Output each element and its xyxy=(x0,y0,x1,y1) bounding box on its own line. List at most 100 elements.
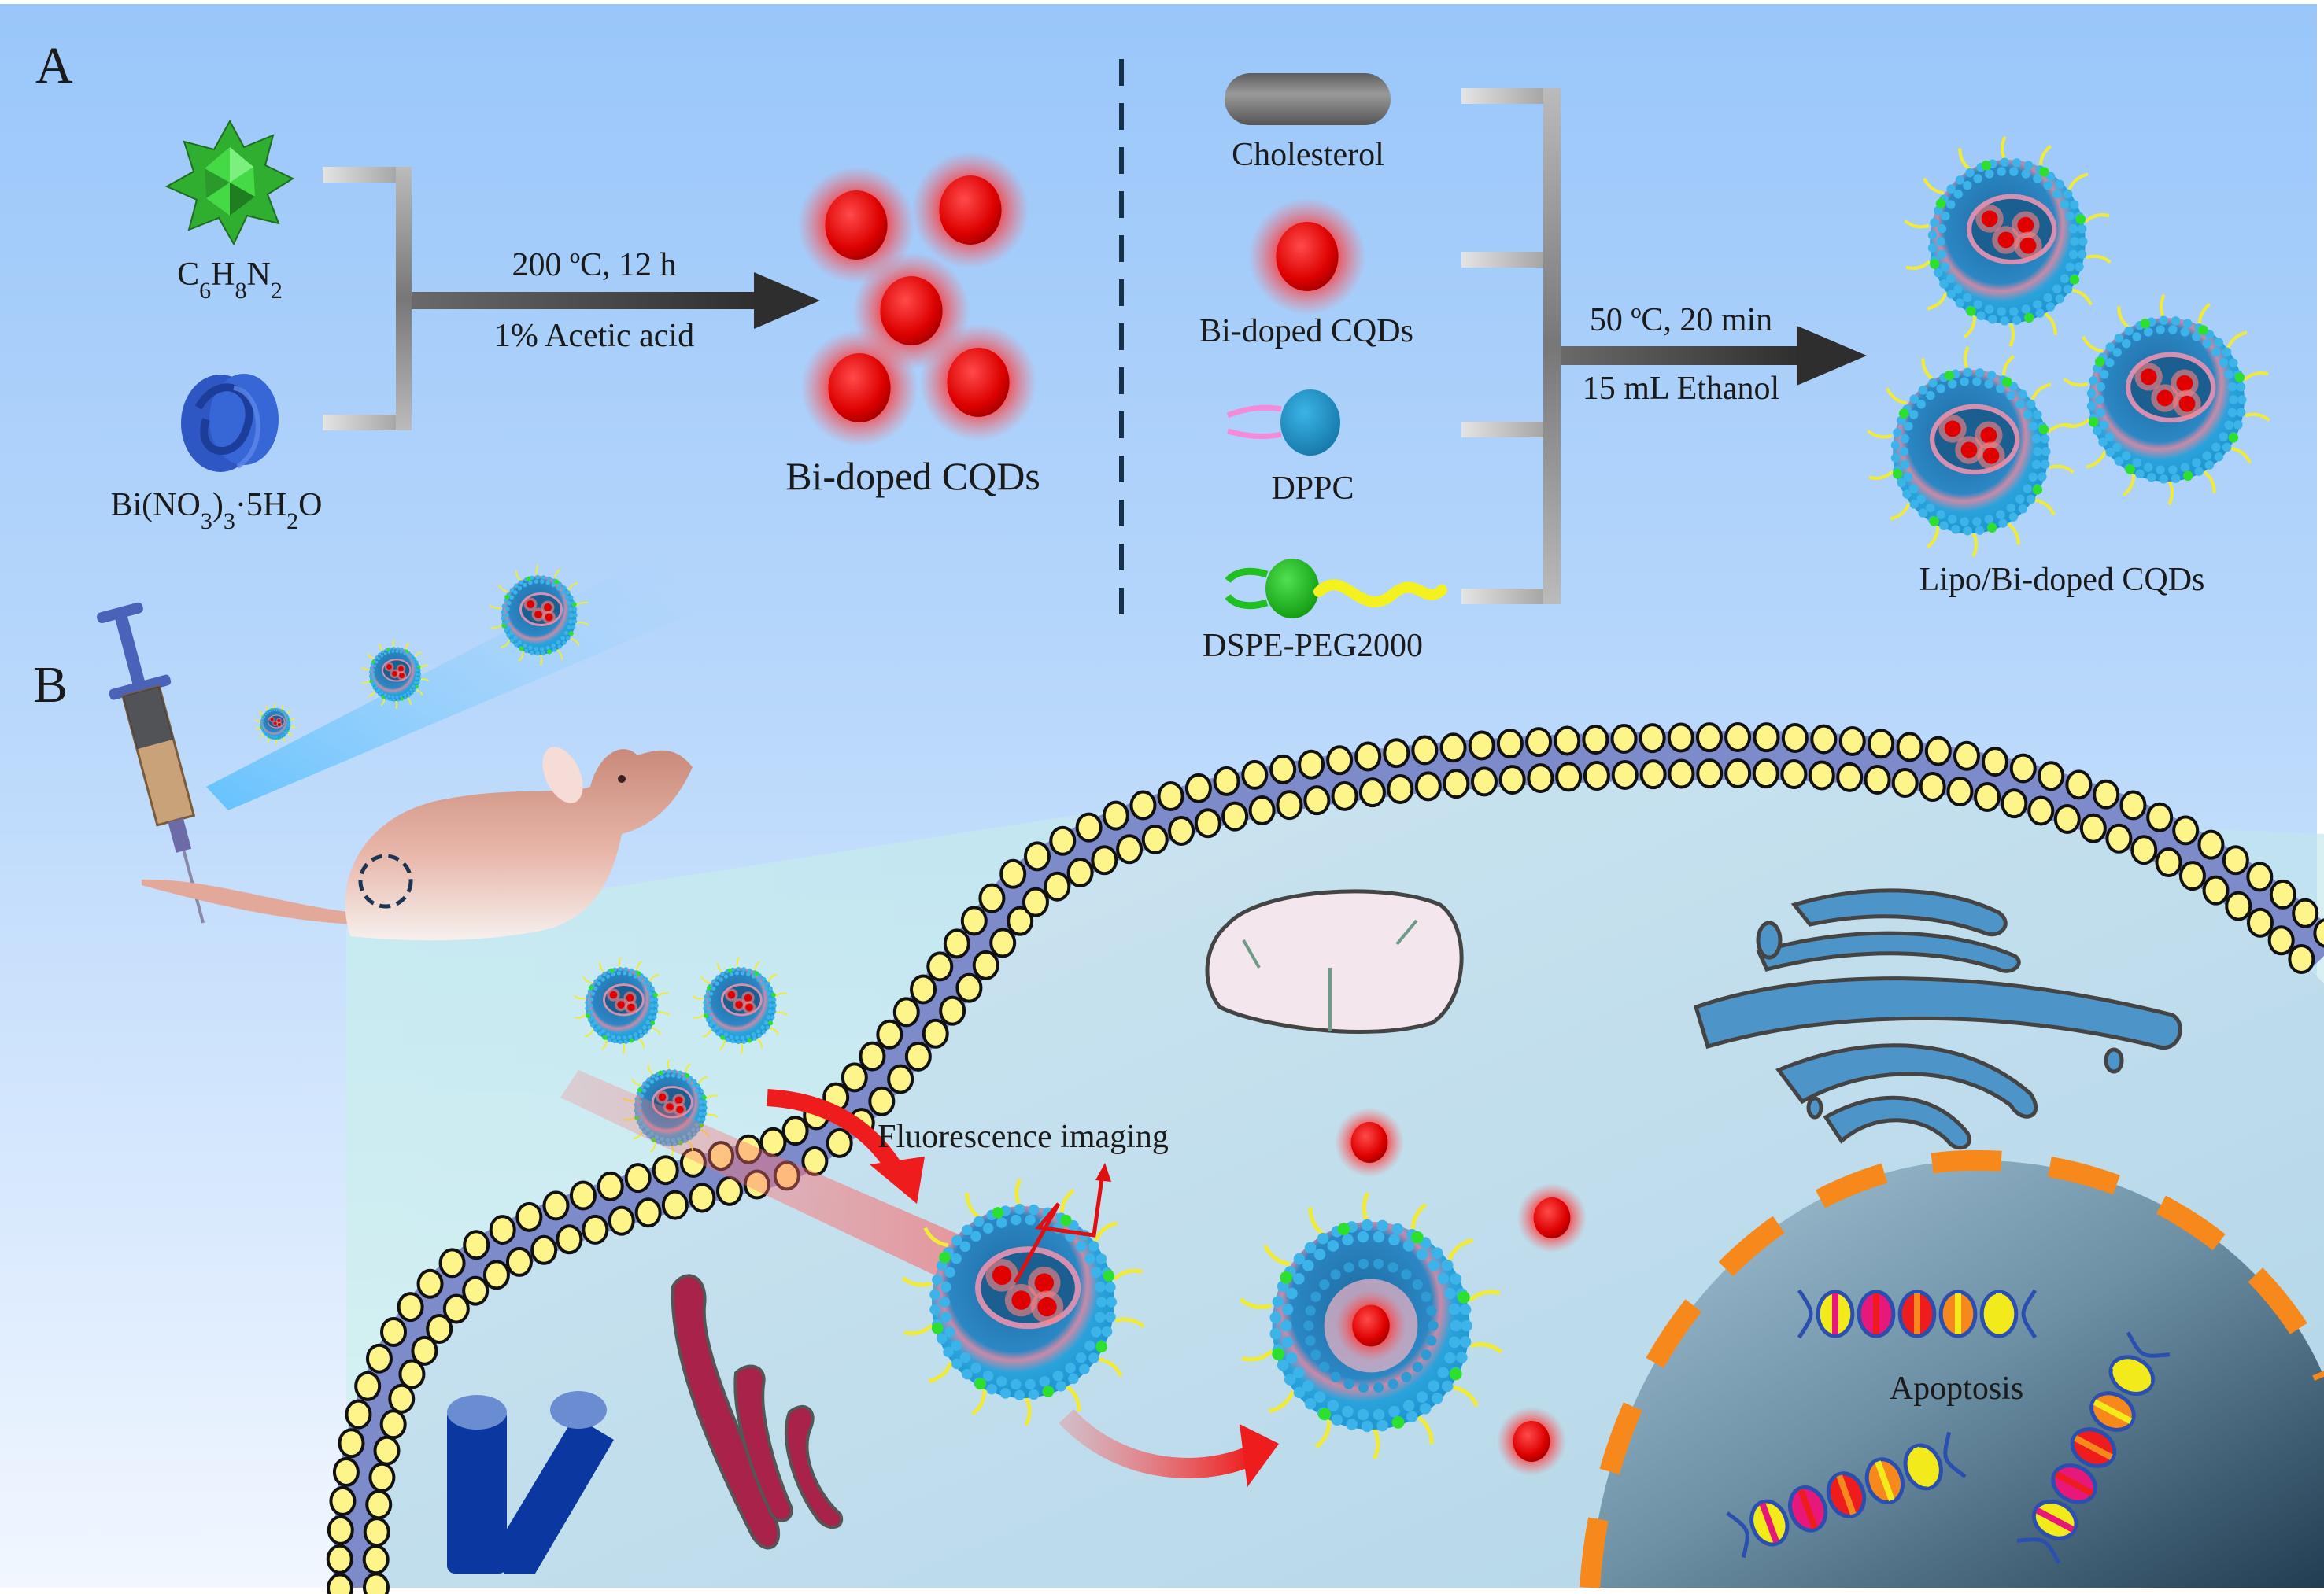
lipid-head-icon xyxy=(1610,723,1638,754)
lipid-head-icon xyxy=(1611,759,1639,790)
lipid-head-icon xyxy=(876,1019,903,1050)
lipid-head-icon xyxy=(1358,777,1386,808)
lipid-head-icon xyxy=(411,1335,438,1366)
lipid-head-icon xyxy=(482,1260,510,1290)
top-margin xyxy=(0,0,2324,4)
lipid-head-icon xyxy=(910,974,937,1005)
bi-doped-cqd-icon xyxy=(797,166,915,284)
lipid-head-icon xyxy=(1891,768,1919,799)
lipid-head-icon xyxy=(1141,824,1169,854)
lipid-head-icon xyxy=(2288,943,2315,974)
lipid-head-icon xyxy=(661,1190,689,1220)
lipid-head-icon xyxy=(426,1314,453,1345)
panel-a-label: A xyxy=(35,37,73,94)
lipid-head-icon xyxy=(1298,749,1325,780)
intracellular-liposomes xyxy=(901,1178,1503,1460)
nude-mouse-icon xyxy=(142,747,693,941)
lipo-bi-doped-cqd-icon xyxy=(2063,293,2270,506)
lipid-head-icon xyxy=(1168,815,1195,846)
lipid-head-icon xyxy=(1269,754,1297,784)
centrioles-icon xyxy=(447,1391,614,1574)
lipid-head-icon xyxy=(2119,790,2147,821)
nuclear-envelope-dashed xyxy=(1580,1149,2324,1588)
lipid-head-icon xyxy=(1241,759,1269,790)
lipid-head-icon xyxy=(326,1544,353,1574)
lipid-head-icon xyxy=(2065,769,2093,800)
dna-helix-icon xyxy=(2016,1331,2171,1564)
dna-helices xyxy=(1726,1289,2171,1564)
reaction-bracket-2 xyxy=(1461,88,1561,604)
reaction-arrow-1 xyxy=(412,272,820,329)
cholesterol-capsule-icon xyxy=(1225,73,1391,125)
lipid-head-icon xyxy=(442,1293,470,1324)
reaction-bracket-1 xyxy=(323,167,412,430)
bi-doped-cqd-icon xyxy=(800,329,918,447)
syringe-icon xyxy=(97,602,205,924)
lipid-head-icon xyxy=(363,1517,390,1548)
lipid-head-icon xyxy=(689,1183,716,1213)
lipid-head-icon xyxy=(332,1456,360,1487)
lipid-head-icon xyxy=(1091,845,1118,876)
lipid-head-icon xyxy=(329,1485,357,1516)
lipid-head-icon xyxy=(955,972,983,1003)
lipid-head-icon xyxy=(354,1371,382,1401)
lipid-head-icon xyxy=(1116,834,1144,865)
lipid-head-icon xyxy=(2155,847,2182,877)
lipid-head-icon xyxy=(2269,879,2296,910)
lipid-head-icon xyxy=(943,928,970,959)
lipid-head-icon xyxy=(365,1343,393,1374)
bi-doped-cqd-reagent-icon xyxy=(1248,197,1366,315)
lipid-head-icon xyxy=(2172,815,2200,846)
dppc-label: DPPC xyxy=(1271,470,1354,507)
lipid-head-icon xyxy=(1194,808,1221,839)
c6h8n2-polyhedron-icon xyxy=(164,119,295,246)
c6h8n2-label: C6H8N2 xyxy=(177,256,283,304)
lipid-head-icon xyxy=(1470,766,1498,797)
lipid-head-icon xyxy=(397,1292,424,1323)
lipid-head-icon xyxy=(1044,871,1071,902)
extracellular-liposome-icon xyxy=(574,957,670,1054)
lipid-head-icon xyxy=(1221,801,1249,832)
lipid-head-icon xyxy=(2027,795,2055,826)
released-cqd-icon xyxy=(1336,1290,1406,1361)
lipid-head-icon xyxy=(1527,763,1554,794)
extracellular-liposome-icon xyxy=(692,957,788,1054)
lipid-head-icon xyxy=(1075,812,1103,843)
lipid-head-icon xyxy=(338,1428,365,1459)
lipid-head-icon xyxy=(489,1215,516,1245)
release-arrow-icon xyxy=(1059,1408,1279,1487)
lipid-head-icon xyxy=(939,995,966,1026)
lipid-head-icon xyxy=(2313,918,2324,948)
internalized-liposome-icon xyxy=(901,1178,1145,1426)
injected-liposomes xyxy=(255,564,589,745)
lipid-head-icon xyxy=(327,1515,354,1545)
lipid-head-icon xyxy=(1924,736,1952,766)
lipid-head-icon xyxy=(388,1383,416,1414)
bismuth-nitrate-knot-icon xyxy=(181,374,279,472)
lipid-head-icon xyxy=(624,1163,652,1194)
apoptosis-label: Apoptosis xyxy=(1890,1371,2023,1407)
lipid-head-icon xyxy=(1724,722,1752,753)
lipid-head-icon xyxy=(2038,761,2065,791)
injected-liposome-icon xyxy=(489,564,589,666)
lipid-head-icon xyxy=(1919,772,1946,803)
lipid-head-icon xyxy=(2178,861,2206,891)
lipid-head-icon xyxy=(1953,740,1980,771)
lipid-head-icon xyxy=(1354,741,1382,772)
lipid-head-icon xyxy=(1184,773,1212,803)
lipid-head-icon xyxy=(1554,725,1581,756)
injected-liposome-icon xyxy=(360,640,430,709)
lipid-head-icon xyxy=(1443,769,1470,799)
membrane-lipid-heads xyxy=(326,722,2324,1594)
lipid-head-icon xyxy=(1414,771,1442,802)
lipid-head-icon xyxy=(2053,803,2081,834)
panel-b: B xyxy=(33,551,2324,1594)
lipid-head-icon xyxy=(1696,758,1724,789)
dna-helix-icon xyxy=(1797,1289,2038,1339)
lipid-head-icon xyxy=(960,906,988,936)
lipo-bi-doped-cqd-icon xyxy=(1904,135,2112,348)
panel-b-label: B xyxy=(33,656,68,714)
lipid-head-icon xyxy=(841,1062,868,1093)
lipid-head-icon xyxy=(1896,732,1923,762)
lipid-head-icon xyxy=(380,1316,408,1347)
